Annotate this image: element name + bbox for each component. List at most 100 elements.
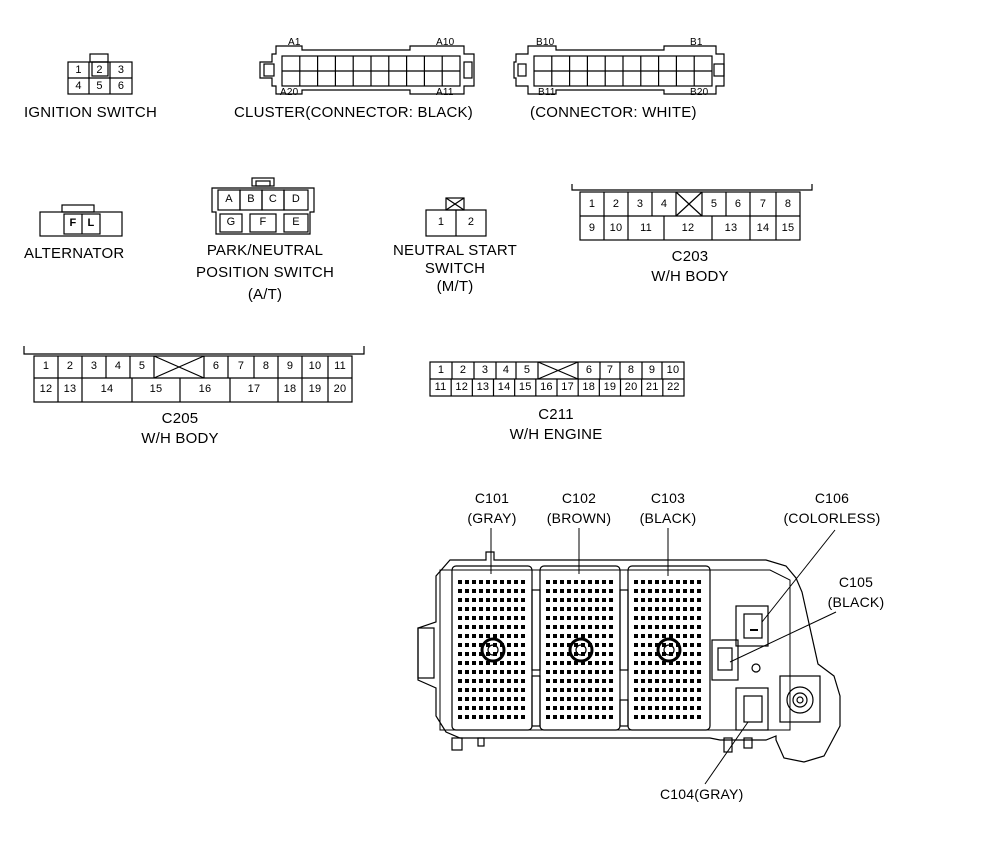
ign-pin-6: 6 [117,80,125,92]
ecu-pin [560,688,564,692]
ecu-pin [676,715,680,719]
ecu-pin [553,688,557,692]
ecu-pin [560,697,564,701]
ecu-pin [634,580,638,584]
ecu-pin [500,634,504,638]
c211-pin-15: 15 [518,381,532,393]
ecu-pin [486,616,490,620]
ecu-pin [546,643,550,647]
ecu-pin [507,652,511,656]
ecu-pin [507,643,511,647]
ecu-pin [465,634,469,638]
ecu-pin [574,634,578,638]
ecu-pin [521,652,525,656]
ecu-pin [676,697,680,701]
ecu-pin [609,652,613,656]
ecu-pin [634,589,638,593]
ecu-pin [641,661,645,665]
ecu-pin [602,643,606,647]
ecu-pin [486,652,490,656]
ecu-pin [634,625,638,629]
ecu-pin [697,697,701,701]
ecu-pin [602,688,606,692]
ecu-pin [641,706,645,710]
ecu-pin [567,652,571,656]
c203-label-2: W/H BODY [651,268,729,285]
c211-pin-6: 6 [585,364,593,376]
ecu-pin [567,598,571,602]
ecu-pin [546,580,550,584]
ecu-pin [634,679,638,683]
ecu-pin [493,625,497,629]
neutral-start-connector [425,197,487,237]
ecu-pin [521,607,525,611]
ecu-pin [486,688,490,692]
ecu-pin [546,697,550,701]
ecu-pin [595,598,599,602]
ecu-pin [560,625,564,629]
ecu-pin [655,607,659,611]
ecu-pin [595,697,599,701]
c211-pin-10: 10 [666,364,680,376]
c203-connector [571,184,813,241]
ecu-pin [507,688,511,692]
ecu-pin [669,625,673,629]
ecu-pin [546,688,550,692]
ecu-pin [500,661,504,665]
c211-pin-11: 11 [434,381,447,393]
ecu-pin [567,688,571,692]
ecu-pin [493,670,497,674]
ecu-pin [690,652,694,656]
ecu-pin [514,697,518,701]
ecu-pin [683,661,687,665]
ecu-pin [521,643,525,647]
ecu-pin [574,697,578,701]
ecu-pin [493,679,497,683]
ecu-pin [609,616,613,620]
ecu-pin [609,598,613,602]
ecu-pin [574,661,578,665]
ecu-pin [507,670,511,674]
ecu-pin [493,697,497,701]
ecu-pin [581,688,585,692]
ecu-pin [553,661,557,665]
ecu-pin [602,661,606,665]
ecu-pin [588,679,592,683]
ecu-pin [669,616,673,620]
ecu-pin [676,607,680,611]
c205-pin-6: 6 [212,360,220,372]
ecu-pin [683,706,687,710]
ecu-pin [486,643,490,647]
c203-pin-1: 1 [588,198,596,210]
ecu-pin [458,652,462,656]
c211-pin-13: 13 [476,381,490,393]
ecu-pin [567,616,571,620]
cluster-white-connector [513,45,725,95]
ecu-pin [546,679,550,683]
ecu-pin [560,643,564,647]
ecu-pin [655,661,659,665]
ecu-pin [602,697,606,701]
ecu-pin [655,634,659,638]
c205-pin-3: 3 [90,360,98,372]
c203-label-1: C203 [671,248,709,265]
ecu-pin [546,661,550,665]
ecu-pin [648,634,652,638]
ecu-pin [595,643,599,647]
pn-pin-g: G [226,216,236,228]
ecu-pin [458,715,462,719]
ecu-pin [669,688,673,692]
ecu-pin [458,616,462,620]
ecu-pin [662,652,666,656]
c203-pin-12: 12 [681,222,695,234]
ecu-pin [588,598,592,602]
cluster-pin-b20: B20 [690,87,709,98]
c211-pin-1: 1 [437,364,445,376]
ign-pin-3: 3 [117,64,125,76]
ecu-pin [655,715,659,719]
ecu-pin [521,706,525,710]
ecu-pin [697,580,701,584]
ecu-pin [588,670,592,674]
c205-pin-4: 4 [114,360,122,372]
ecu-pin [500,607,504,611]
